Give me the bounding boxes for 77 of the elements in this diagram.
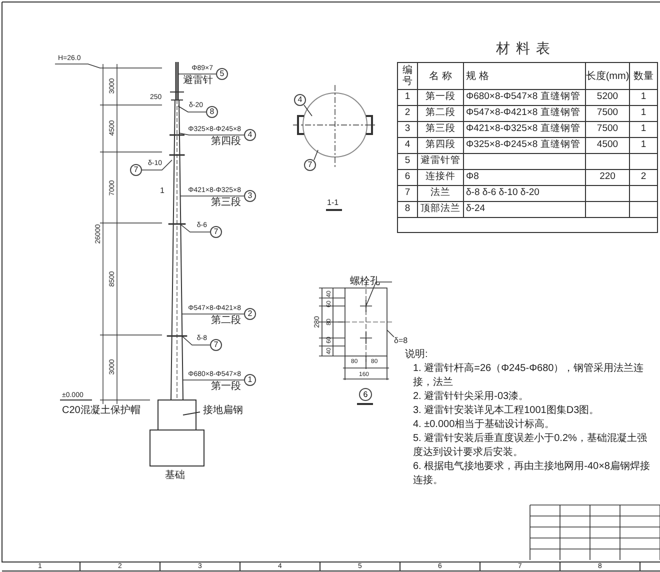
callout-number: 7: [210, 339, 222, 351]
table-cell: 220: [586, 170, 630, 186]
note-text: 4. ±0.000相当于基础设计标高。: [412, 418, 556, 432]
table-header: 长度(mm): [586, 63, 630, 90]
callout-number: 7: [130, 164, 142, 176]
callout-number: 2: [244, 308, 256, 320]
leader-line: [182, 336, 210, 346]
table-cell: 8: [398, 202, 418, 218]
callout-number: 4: [244, 129, 256, 141]
table-header: 编号: [398, 63, 418, 90]
section-mark: 1: [160, 186, 164, 196]
section-title: 1-1: [327, 198, 339, 208]
part-name: 第三段: [211, 197, 241, 208]
table-cell: 4: [398, 138, 418, 154]
table-cell: Φ8: [464, 170, 586, 186]
note-text: 3. 避雷针安装详见本工程1001图集D3图。: [412, 404, 600, 418]
table-title: 材料表: [495, 40, 557, 58]
table-header: 规 格: [464, 63, 586, 90]
table-header: 名 称: [418, 63, 464, 90]
table-cell: 7500: [586, 122, 630, 138]
callout-number: 5: [216, 68, 228, 80]
table-header: 数量: [630, 63, 658, 90]
leader-line: [178, 106, 206, 112]
callout-number: 7: [304, 159, 316, 171]
leader-line: [142, 160, 172, 170]
table-cell: 1: [630, 122, 658, 138]
notes-heading: 说明:: [405, 348, 429, 362]
table-cell: 2: [398, 106, 418, 122]
part-name: 第四段: [211, 136, 241, 148]
table-cell: Φ325×8-Φ245×8 直缝钢管: [464, 138, 586, 154]
table-cell: 1: [398, 90, 418, 106]
part-label: δ=8: [394, 336, 408, 346]
table-cell: 3: [398, 122, 418, 138]
table-cell: 顶部法兰: [418, 202, 464, 218]
part-label: 基础: [165, 470, 185, 482]
table-cell: 5200: [586, 90, 630, 106]
table-cell: 7: [398, 186, 418, 202]
callout-number: 4: [294, 94, 306, 106]
table-cell: Φ421×8-Φ325×8 直缝钢管: [464, 122, 586, 138]
note-text: 1. 避雷针杆高=26（Φ245-Φ680），钢管采用法兰连接，法兰: [412, 362, 645, 390]
table-cell: 避雷针管: [418, 154, 464, 170]
callout-number: 7: [210, 226, 222, 238]
callout-number: 1: [244, 374, 256, 386]
leader-line: [180, 224, 210, 232]
leader-line: [314, 150, 318, 160]
part-label: 接地扁钢: [203, 405, 243, 416]
note-text: 2. 避雷针针尖采用-03漆。: [412, 390, 530, 404]
note-text: 5. 避雷针安装后垂直度误差小于0.2%，基础混凝土强度达到设计要求后安装。: [412, 432, 648, 460]
table-cell: 法兰: [418, 186, 464, 202]
table-cell: 1: [630, 138, 658, 154]
table-cell: Φ680×8-Φ547×8 直缝钢管: [464, 90, 586, 106]
note-text: 6. 根据电气接地要求，再由主接地网用-40×8扁钢焊接连接。: [412, 460, 651, 488]
part-label: C20混凝土保护帽: [62, 405, 140, 416]
table-cell: 第四段: [418, 138, 464, 154]
table-cell: 1: [630, 106, 658, 122]
part-name: 第二段: [211, 315, 241, 326]
table-cell: δ-8 δ-6 δ-10 δ-20: [464, 186, 586, 202]
table-cell: 1: [630, 90, 658, 106]
callout-number: 3: [244, 190, 256, 202]
table-cell: Φ547×8-Φ421×8 直缝钢管: [464, 106, 586, 122]
table-cell: 6: [398, 170, 418, 186]
detail-mark: 6: [359, 388, 372, 401]
table-cell: 第二段: [418, 106, 464, 122]
part-label: 螺栓孔: [350, 276, 380, 288]
table-cell: 5: [398, 154, 418, 170]
table-cell: δ-24: [464, 202, 586, 218]
table-cell: 第三段: [418, 122, 464, 138]
leader-line: [178, 132, 244, 136]
table-cell: 第一段: [418, 90, 464, 106]
leader-line: [304, 104, 312, 116]
table-cell: 2: [630, 170, 658, 186]
table-cell: 4500: [586, 138, 630, 154]
callout-number: 8: [206, 106, 218, 118]
part-name: 避雷针: [183, 75, 213, 86]
table-cell: 连接件: [418, 170, 464, 186]
part-name: 第一段: [211, 381, 241, 392]
table-cell: 7500: [586, 106, 630, 122]
